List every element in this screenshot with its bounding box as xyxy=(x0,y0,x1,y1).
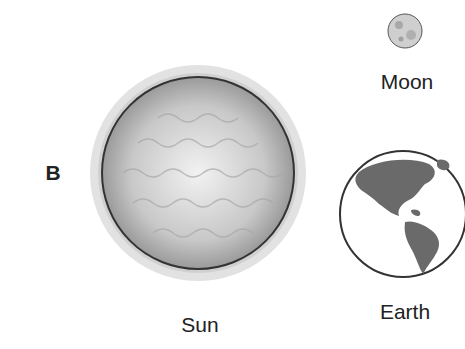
earth-drawing xyxy=(339,150,465,278)
body-label: Earth xyxy=(339,300,465,324)
earth-figure: Earth xyxy=(339,150,465,328)
panel-letter: B xyxy=(45,161,60,185)
body-label: Moon xyxy=(365,70,449,94)
body-label: Sun xyxy=(88,313,312,337)
moon-figure: Moon xyxy=(365,10,449,100)
sun-figure: Sun xyxy=(88,63,312,345)
moon-drawing xyxy=(365,10,445,52)
sun-drawing xyxy=(88,63,308,283)
